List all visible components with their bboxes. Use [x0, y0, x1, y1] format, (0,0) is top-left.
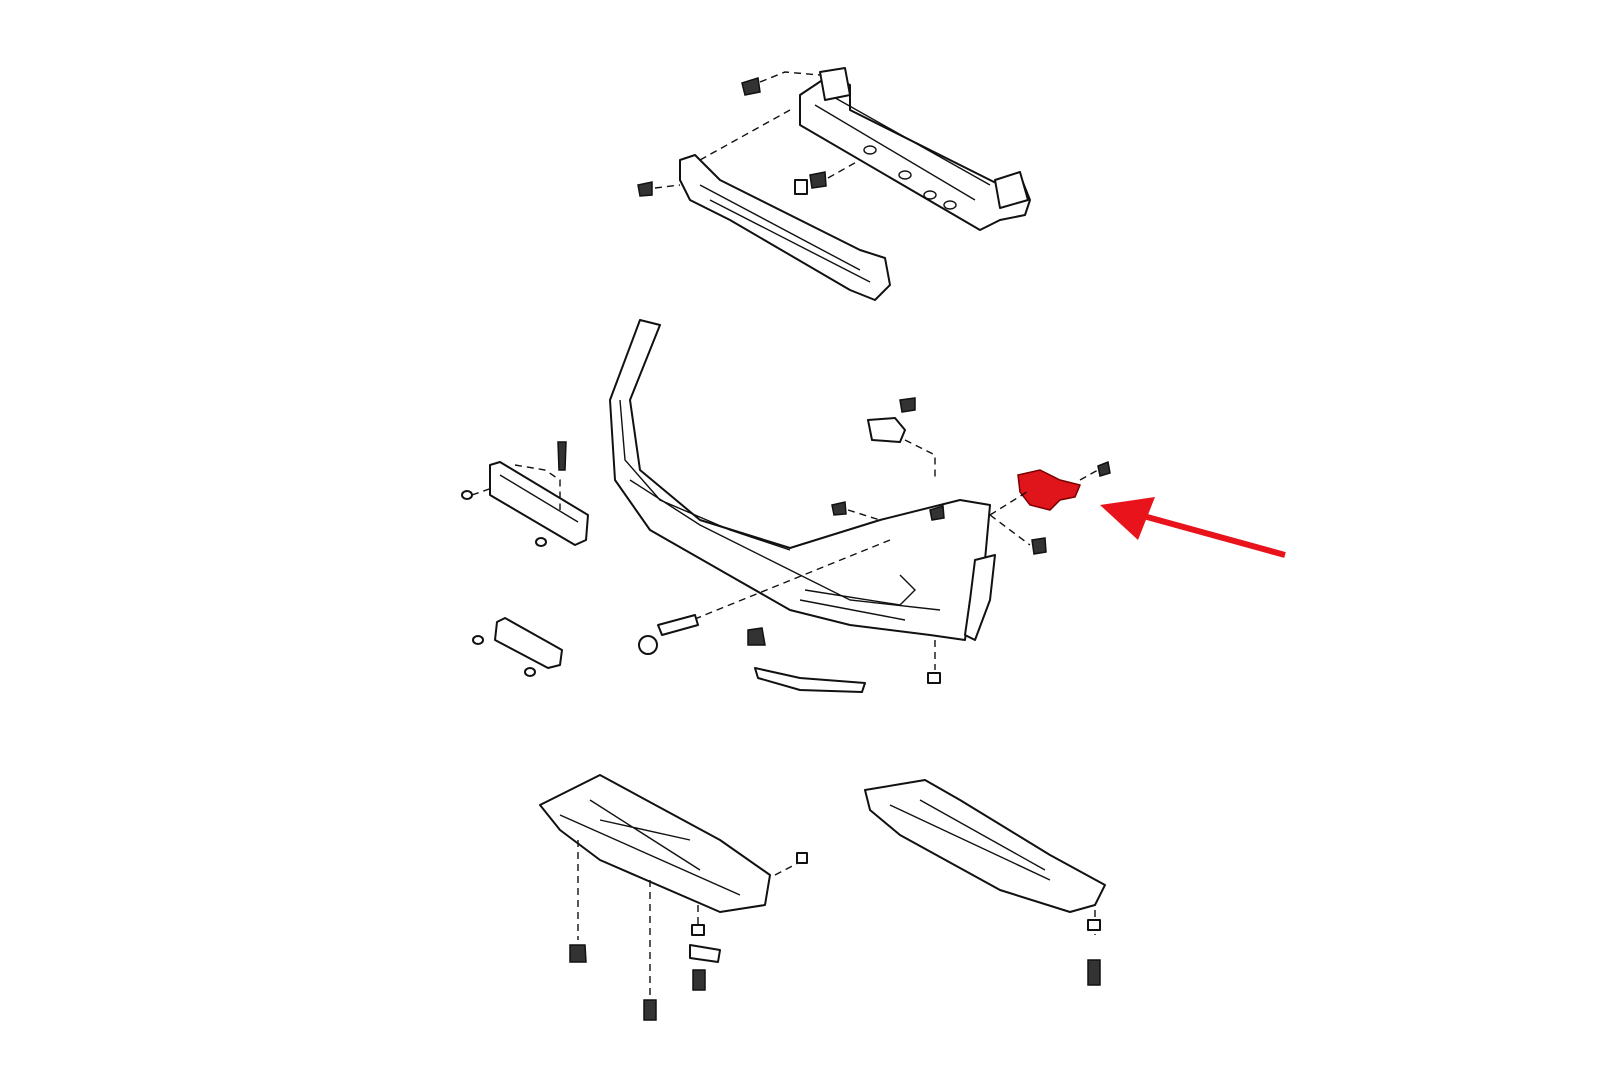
engine-undercover-right — [864, 779, 1106, 986]
bumper-reinforcement-beam — [799, 67, 1031, 231]
bumper-mount-parts — [638, 397, 1047, 693]
arrow-left-icon — [1139, 512, 1286, 558]
highlighted-bumper-bracket — [1017, 460, 1111, 511]
bracket-icon — [1017, 469, 1082, 511]
engine-undercover-left — [539, 774, 808, 1021]
energy-absorber — [679, 154, 891, 301]
beam-bolts — [637, 71, 861, 197]
license-plate-bracket — [461, 441, 589, 677]
front-bumper-cover — [609, 319, 996, 641]
pointer-arrow — [1100, 497, 1286, 558]
